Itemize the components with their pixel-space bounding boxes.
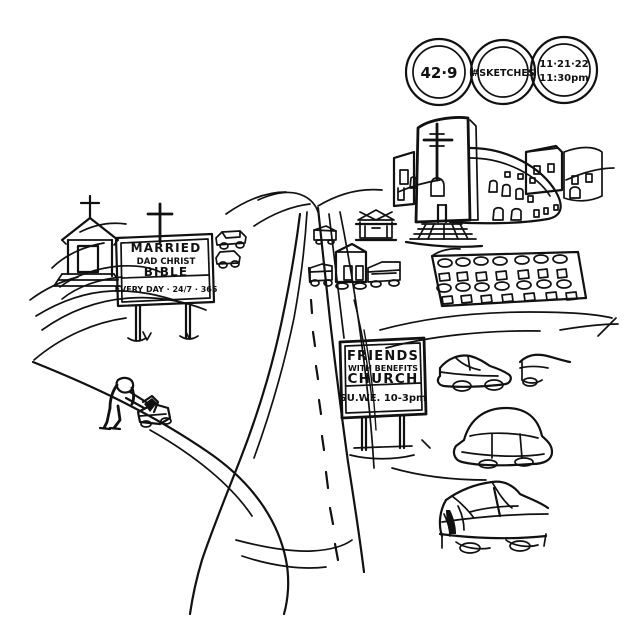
billboard-left-line2: DAD CHRIST [137,257,196,267]
car-sketch-1 [436,354,512,392]
timestamp-badge-time: 11:30pm [539,73,588,84]
car-sketch-2 [518,353,572,387]
trailer-left [309,263,333,287]
road-car-lower [215,250,241,269]
billboard-right-line3: CHURCH [348,371,419,387]
terrain-contours [29,222,353,616]
timestamp-badge[interactable] [529,35,599,105]
billboard-right-footer: SU.WE. 10-3pm [340,393,427,404]
pavilion [354,209,398,242]
car-sketch-3 [452,406,554,469]
hashtag-badge[interactable] [469,38,537,106]
stray-line-right [597,317,617,337]
road-center-dashes [307,266,340,562]
billboard-right-line1: FRIENDS [347,349,419,364]
large-modern-church [404,116,562,248]
married-christ-bible-billboard[interactable] [114,202,216,342]
road-car-upper [215,230,247,250]
lawn-mower-figure [98,376,172,431]
billboard-left-line1: MARRIED [131,241,202,255]
timestamp-badge-date: 11·21·22 [539,59,588,70]
small-chapel [53,194,121,287]
church-annex-right [524,144,603,202]
stray-line-mid [421,439,431,449]
trailer-right [367,261,401,288]
small-shed [313,225,337,245]
friends-with-benefits-church-billboard[interactable] [338,336,428,460]
billboard-left-footer: EVERY DAY · 24/7 · 365 [115,285,218,294]
barn-building [334,242,368,290]
church-annex-left [392,150,417,208]
page-number-badge-label: 42·9 [420,64,457,82]
car-sketch-4 [438,480,550,554]
billboard-right-line2: WITH BENEFITS [348,364,418,373]
billboard-left-line3: BIBLE [144,265,189,279]
parking-lot [430,247,588,308]
hashtag-badge-label: #SKETCHES [471,68,535,79]
